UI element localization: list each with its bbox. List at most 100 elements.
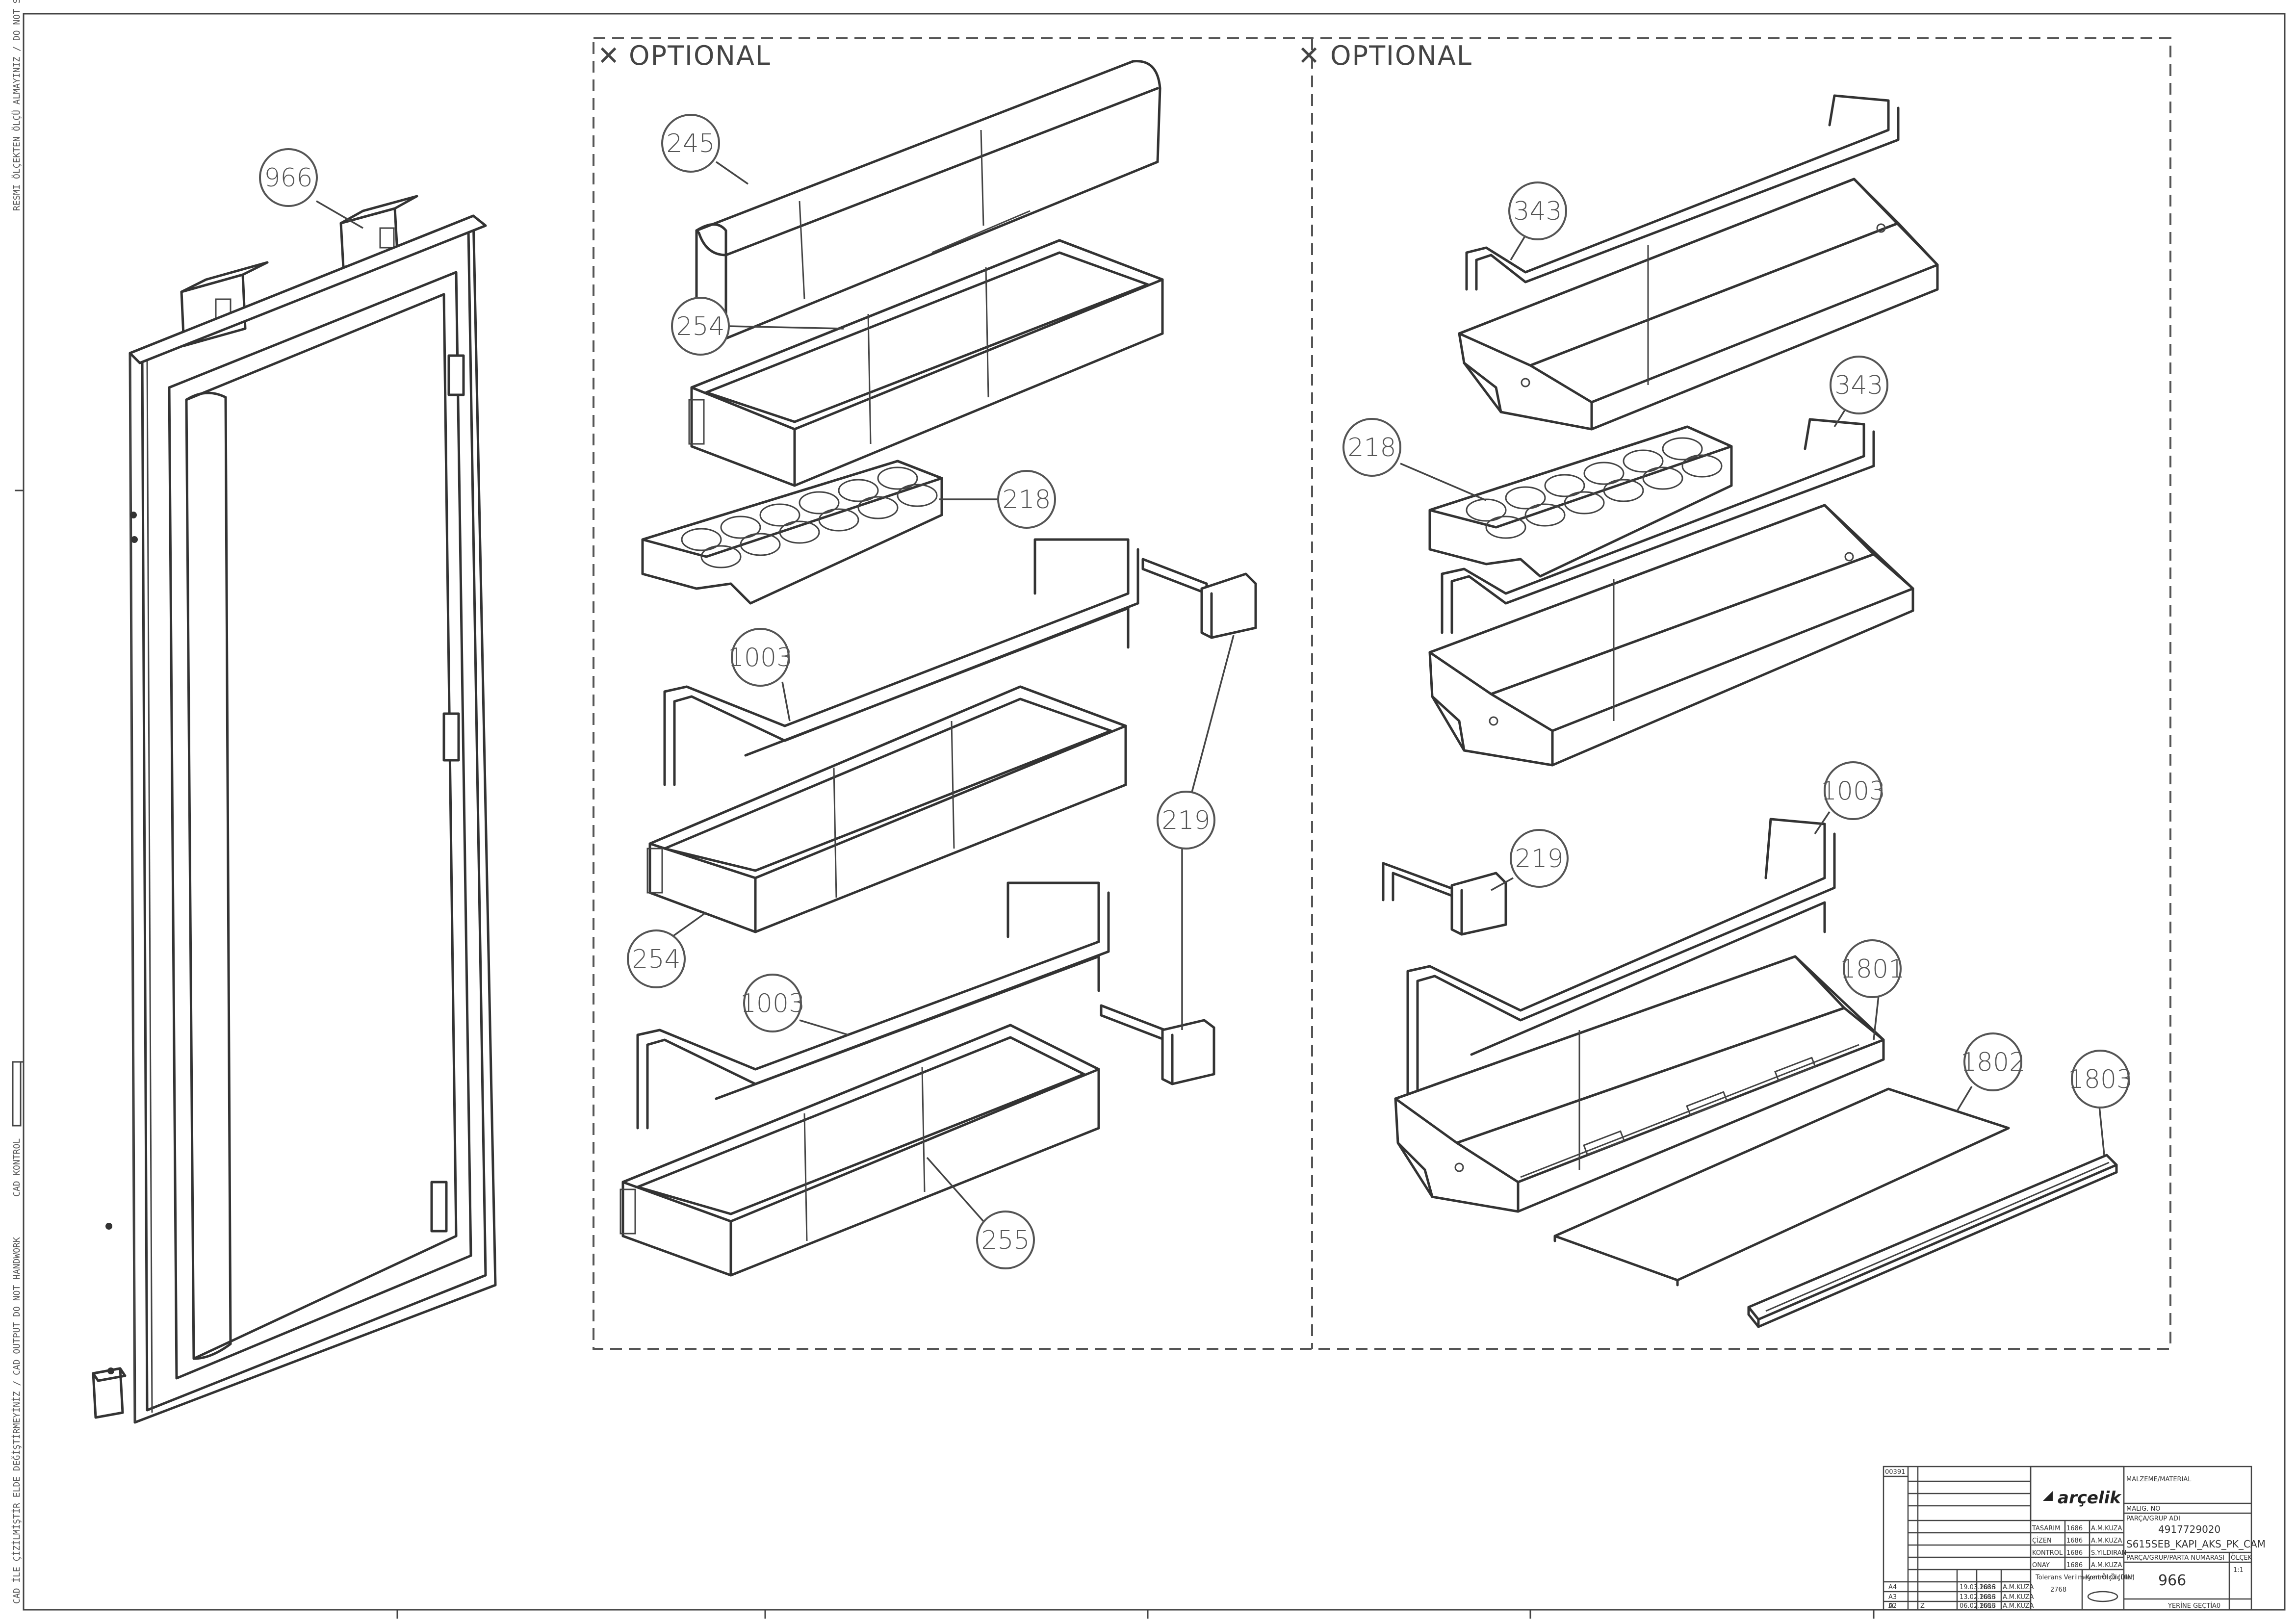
callout-219-right: 219 xyxy=(1491,829,1569,891)
svg-text:A4: A4 xyxy=(1888,1584,1897,1591)
part-254-tray-bottom xyxy=(646,685,1127,933)
callout-1003-left-bottom: 1003 xyxy=(740,974,849,1036)
side-note-top: RESMI ÖLÇEKTEN ÖLÇÜ ALMAYINIZ / DO NOT S… xyxy=(11,0,22,211)
svg-text:254: 254 xyxy=(676,312,724,341)
part-218-egg-tray-right xyxy=(1428,425,1733,578)
item-number: 966 xyxy=(2158,1572,2186,1589)
callout-218-right: 218 xyxy=(1342,418,1487,501)
callout-343-top: 343 xyxy=(1508,181,1567,260)
callout-1003-right: 1003 xyxy=(1814,761,1885,834)
svg-text:A2: A2 xyxy=(1888,1602,1897,1610)
svg-text:1686: 1686 xyxy=(1979,1594,1995,1601)
scale-label: ÖLÇEK xyxy=(2231,1553,2252,1562)
svg-text:1003: 1003 xyxy=(740,989,805,1018)
svg-text:219: 219 xyxy=(1161,806,1210,835)
door-assembly xyxy=(92,195,497,1424)
part-343-rail-top xyxy=(1465,94,1900,291)
part-1803-strip xyxy=(1747,1154,2118,1328)
svg-text:A.M.KUZA: A.M.KUZA xyxy=(2091,1525,2122,1532)
part-255-tray xyxy=(619,1024,1100,1277)
svg-text:D: D xyxy=(1888,1602,1893,1610)
part-254-tray-top xyxy=(688,239,1164,487)
drawing-code: 00391 xyxy=(1885,1469,1905,1476)
callout-1802: 1802 xyxy=(1956,1032,2025,1111)
svg-text:KONTROL: KONTROL xyxy=(2032,1549,2063,1557)
group-label: PARÇA/GRUP ADI xyxy=(2126,1515,2180,1522)
callout-245: 245 xyxy=(661,114,748,185)
callout-218-left: 218 xyxy=(939,470,1056,529)
callout-343-middle: 343 xyxy=(1830,356,1888,427)
svg-text:1003: 1003 xyxy=(728,643,793,672)
part-219-clip-right xyxy=(1382,862,1507,936)
svg-text:A.M.KUZA: A.M.KUZA xyxy=(2091,1562,2122,1569)
part-219-clip-left-top xyxy=(1141,558,1257,639)
svg-text:ÇİZEN: ÇİZEN xyxy=(2032,1537,2052,1545)
callout-219-left: 219 xyxy=(1157,635,1235,1030)
svg-text:1686: 1686 xyxy=(1979,1602,1995,1610)
svg-text:255: 255 xyxy=(981,1226,1030,1255)
svg-text:219: 219 xyxy=(1515,844,1563,874)
part-219-clip-left-bottom xyxy=(1100,1004,1215,1085)
svg-text:ONAY: ONAY xyxy=(2032,1562,2050,1569)
callout-254-bottom: 254 xyxy=(627,911,707,988)
svg-text:245: 245 xyxy=(666,129,715,158)
scale-value: 1:1 xyxy=(2233,1567,2244,1574)
brand-logo: arçelik xyxy=(2058,1488,2122,1508)
svg-text:A.M.KUZA: A.M.KUZA xyxy=(2003,1594,2034,1601)
control-label: Kontrol Ölçüleri xyxy=(2086,1573,2135,1581)
svg-text:S.YILDIRAN: S.YILDIRAN xyxy=(2091,1549,2126,1557)
callout-1003-left-top: 1003 xyxy=(728,628,793,722)
svg-text:A.M.KUZA: A.M.KUZA xyxy=(2091,1537,2122,1545)
callout-966: 966 xyxy=(259,148,363,229)
svg-text:966: 966 xyxy=(264,163,312,193)
svg-text:1686: 1686 xyxy=(2066,1537,2083,1545)
svg-text:218: 218 xyxy=(1347,433,1396,463)
format-label: A0 xyxy=(2212,1602,2220,1610)
svg-text:A.M.KUZA: A.M.KUZA xyxy=(2003,1602,2034,1610)
part-1801-shelf xyxy=(1394,955,1885,1213)
svg-text:218: 218 xyxy=(1002,485,1051,515)
list-label: PARÇA/GRUP/PARTA NUMARASI xyxy=(2126,1554,2224,1562)
part-no-label: MALIG. NO xyxy=(2126,1505,2160,1513)
svg-text:1686: 1686 xyxy=(1979,1584,1995,1591)
part-1802-glass-plate xyxy=(1553,1087,2010,1287)
part-1003-rail-right xyxy=(1406,818,1836,1095)
shelf-top-right xyxy=(1458,178,1939,431)
callout-255: 255 xyxy=(926,1157,1035,1269)
svg-text:19.03.2013: 19.03.2013 xyxy=(1960,1584,1996,1591)
svg-text:Z: Z xyxy=(1920,1602,1925,1610)
svg-text:1686: 1686 xyxy=(2066,1562,2083,1569)
svg-text:254: 254 xyxy=(632,945,680,974)
part-218-egg-tray-left xyxy=(641,460,943,605)
part-1003-rail-left-top xyxy=(663,538,1139,786)
sheet-frame xyxy=(23,13,2286,1611)
optional-marker-left: ✕ xyxy=(597,40,620,71)
svg-text:A.M.KUZA: A.M.KUZA xyxy=(2003,1584,2034,1591)
side-note-bottom: CAD İLE ÇİZİLMİŞTİR ELDE DEĞİŞTİRMEYİNİZ… xyxy=(11,1237,22,1604)
svg-text:13.02.2013: 13.02.2013 xyxy=(1960,1594,1996,1601)
tolerance-value: 2768 xyxy=(2050,1586,2066,1594)
tolerance-label: Tolerans Verilmeyen Ölçü (DIN) xyxy=(2035,1573,2135,1581)
svg-text:1686: 1686 xyxy=(2066,1525,2083,1532)
sheet-label: YERİNE GEÇTİ xyxy=(2167,1602,2212,1610)
svg-text:A3: A3 xyxy=(1888,1594,1897,1601)
optional-label-left: OPTIONAL xyxy=(629,40,771,71)
callout-254-top: 254 xyxy=(671,297,844,356)
optional-label-right: OPTIONAL xyxy=(1330,40,1472,71)
svg-text:343: 343 xyxy=(1513,197,1562,226)
callout-1801: 1801 xyxy=(1840,939,1905,1040)
optional-marker-right: ✕ xyxy=(1298,40,1321,71)
shelf-middle-right xyxy=(1428,504,1914,767)
part-343-rail-middle xyxy=(1441,418,1875,634)
optional-region-frame xyxy=(593,37,2171,1350)
part-name: S615SEB_KAPI_AKS_PK_CAM xyxy=(2126,1538,2266,1550)
svg-text:1801: 1801 xyxy=(1840,954,1905,984)
svg-text:343: 343 xyxy=(1834,371,1883,400)
svg-text:1003: 1003 xyxy=(1821,776,1885,806)
svg-text:1802: 1802 xyxy=(1961,1048,2025,1077)
side-note-middle: CAD KONTROL xyxy=(12,1138,22,1197)
material-label: MALZEME/MATERIAL xyxy=(2126,1476,2192,1483)
part-1003-rail-left-bottom xyxy=(636,881,1110,1130)
svg-text:1803: 1803 xyxy=(2068,1065,2133,1094)
